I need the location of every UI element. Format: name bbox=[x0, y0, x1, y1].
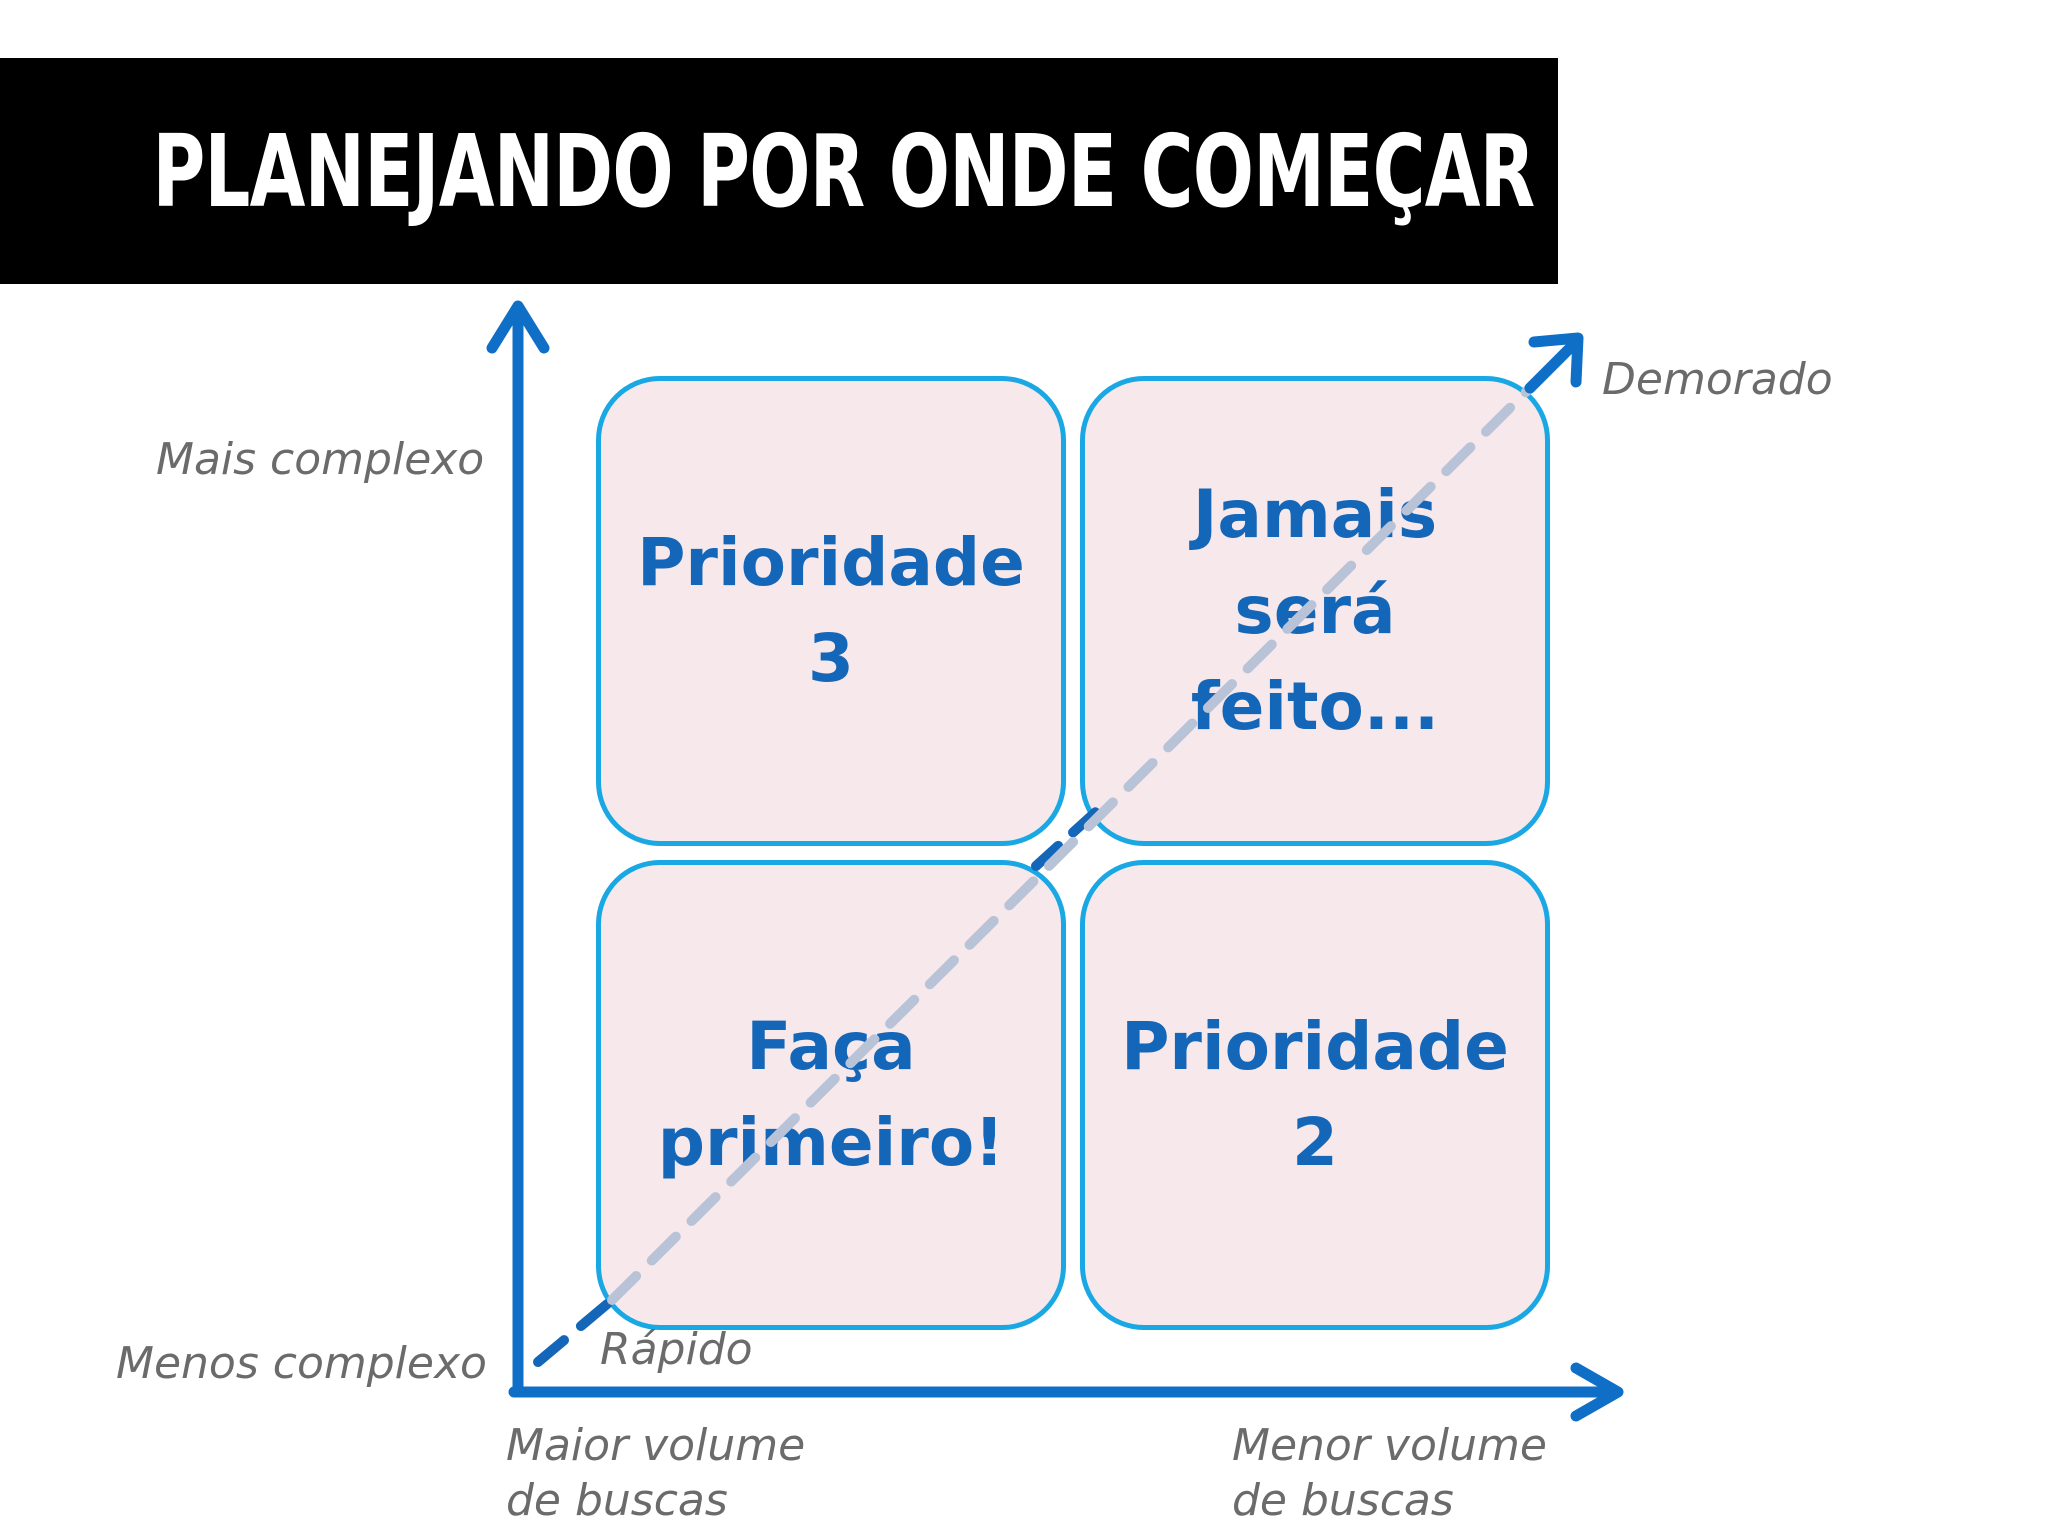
x-axis-arrowhead bbox=[1570, 1362, 1624, 1422]
title-banner: PLANEJANDO POR ONDE COMEÇAR bbox=[0, 58, 1558, 284]
quadrant-bottom-right-label: Prioridade 2 bbox=[1121, 1008, 1509, 1181]
quadrant-top-right: Jamais será feito... bbox=[1080, 376, 1550, 846]
x-axis-left-label: Maior volume de buscas bbox=[506, 1420, 806, 1526]
quadrant-top-right-label: Jamais será feito... bbox=[1190, 476, 1440, 745]
diagonal-arrow-shaft bbox=[1524, 340, 1578, 394]
y-axis-top-label: Mais complexo bbox=[156, 434, 485, 485]
y-axis-arrowhead bbox=[486, 300, 550, 354]
diagonal-end-label: Demorado bbox=[1602, 354, 1833, 405]
quadrant-bottom-right: Prioridade 2 bbox=[1080, 860, 1550, 1330]
quadrant-bottom-left: Faça primeiro! bbox=[596, 860, 1066, 1330]
diagonal-dark-start bbox=[533, 1295, 617, 1367]
diagonal-arrowhead bbox=[1528, 332, 1584, 388]
quadrant-top-left: Prioridade 3 bbox=[596, 376, 1066, 846]
y-axis-bottom-label: Menos complexo bbox=[116, 1338, 487, 1389]
quadrant-top-left-label: Prioridade 3 bbox=[637, 524, 1025, 697]
diagonal-dark-middle bbox=[1031, 803, 1105, 871]
diagonal-dashed-line bbox=[607, 377, 1541, 1305]
diagonal-start-label: Rápido bbox=[600, 1324, 753, 1375]
quadrant-bottom-left-label: Faça primeiro! bbox=[657, 1008, 1005, 1181]
page-title: PLANEJANDO POR ONDE COMEÇAR bbox=[151, 112, 1535, 230]
x-axis-right-label: Menor volume de buscas bbox=[1232, 1420, 1547, 1526]
